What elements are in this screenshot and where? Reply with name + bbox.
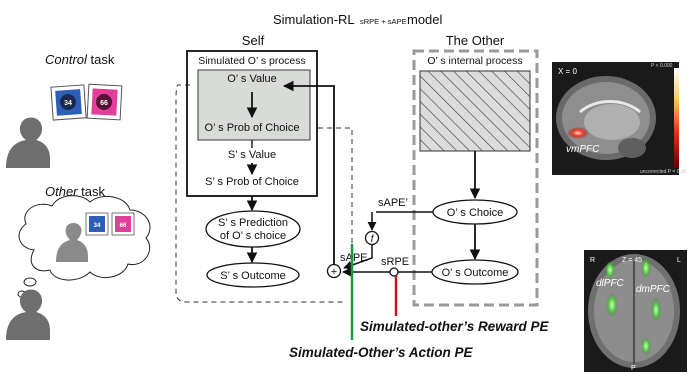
brain-bottom-posterior-marker: P (631, 365, 636, 372)
s-prediction-line1: S’ s Prediction (218, 217, 288, 229)
s-outcome-node (206, 262, 300, 288)
person-silhouette-in-cloud (56, 223, 88, 262)
s-prediction-line2: of O’ s choice (220, 230, 286, 242)
arrow-gain-to-sum (343, 245, 373, 270)
brain-top-region: vmPFC (566, 144, 600, 155)
gain-label: f (371, 234, 375, 245)
brain-bottom-region-2: dlPFC (596, 278, 625, 289)
other-heading: The Other (446, 33, 505, 48)
sape-label: sAPE (340, 252, 368, 264)
other-hatched-box (419, 70, 531, 152)
control-card-right: 66 (86, 83, 123, 121)
title-main: Simulation-RL (273, 12, 355, 27)
person-silhouette-top (6, 117, 50, 168)
brain-bottom-right-marker: L (677, 257, 681, 264)
s-outcome-label: S’ s Outcome (220, 270, 286, 282)
cloud-card-right: 66 (111, 212, 135, 236)
other-process-label: O’ s internal process (427, 55, 522, 67)
title-suffix: model (407, 12, 443, 27)
dashed-feedback-line (318, 127, 353, 285)
vmpfc-activation (567, 127, 589, 139)
control-task-label: Control task (45, 52, 115, 67)
control-task-rest: task (87, 52, 115, 67)
action-pe-label: Simulated-Other’s Action PE (289, 345, 474, 360)
brain-sagittal-panel: X = 0 vmPFC P < 0.000 uncorrected P = 0.… (552, 62, 687, 175)
o-choice-label: O’ s Choice (447, 207, 503, 219)
reward-pe-label: Simulated-other’s Reward PE (360, 319, 550, 334)
thought-bubble-1 (23, 277, 37, 287)
control-card-left-value: 34 (64, 100, 72, 107)
simulated-loop-dashed-border (175, 84, 345, 303)
diagram-title: Simulation-RL sRPE + sAPE model (273, 12, 443, 27)
title-subscript: sRPE + sAPE (360, 17, 406, 26)
dlpfc-activation (606, 293, 618, 317)
sum-node (326, 263, 342, 279)
srpe-label: sRPE (381, 256, 409, 268)
control-task-panel: Control task 34 66 (6, 52, 123, 168)
s-value-node: S’ s Value (228, 149, 276, 161)
activation-left-frontal (605, 261, 615, 279)
s-prediction-node (205, 210, 301, 248)
self-heading: Self (242, 33, 265, 48)
cloud-card-right-value: 66 (120, 223, 127, 229)
brain-bottom-left-marker: R (590, 257, 595, 264)
srpe-node (389, 267, 399, 277)
brain-bottom-region-1: dmPFC (636, 284, 671, 295)
cloud-card-left-value: 34 (94, 223, 101, 229)
brain-top-slice: X = 0 (558, 67, 577, 76)
s-prob-node: S’ s Prob of Choice (205, 176, 299, 188)
other-box (412, 49, 539, 307)
activation-posterior (641, 337, 651, 355)
activation-right-parietal (651, 298, 661, 322)
other-task-panel: Other task 34 66 (6, 184, 151, 340)
o-prob-node: O’ s Prob of Choice (205, 122, 300, 134)
brain-top-scale-top: P < 0.000 (651, 63, 673, 69)
brain-top-scale-bottom: uncorrected P = 0.00 (640, 169, 687, 175)
o-outcome-label: O’ s Outcome (442, 267, 509, 279)
person-silhouette-bottom (6, 289, 50, 340)
thought-cloud (18, 195, 151, 281)
arrow-sum-to-o-value (282, 80, 335, 270)
o-value-node: O’ s Value (227, 73, 277, 85)
sape-prime-label: sAPE’ (378, 197, 408, 209)
brain-bottom-slice: Z = 45 (622, 257, 642, 264)
brain-top-scale-bar (674, 68, 679, 168)
control-card-left: 34 (50, 84, 87, 121)
control-card-right-value: 66 (100, 100, 108, 107)
dmpfc-activation (641, 258, 651, 278)
gain-node (364, 230, 380, 246)
self-process-label: Simulated O’ s process (198, 55, 306, 67)
cloud-card-left: 34 (85, 212, 109, 236)
control-task-italic: Control (45, 52, 88, 67)
sum-label: + (331, 266, 337, 278)
other-task-rest: task (78, 184, 106, 199)
brain-axial-panel: R Z = 45 L P dmPFC dlPFC (584, 250, 687, 372)
